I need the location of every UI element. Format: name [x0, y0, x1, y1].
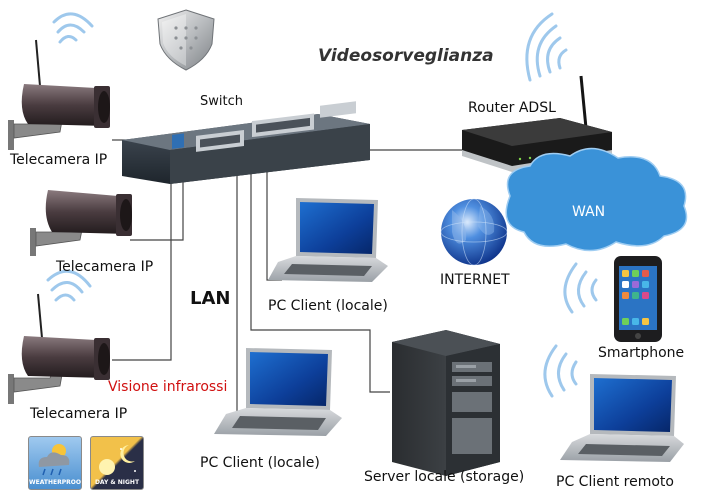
laptop-icon: [214, 348, 342, 436]
laptop-icon: [560, 374, 684, 462]
wifi-signal-icon: [525, 12, 568, 82]
cable-server: [250, 172, 390, 393]
cable-camera2: [130, 172, 184, 241]
cloud-icon: [505, 147, 688, 252]
pc-remote-label: PC Client remoto: [556, 474, 674, 490]
internet-label: INTERNET: [440, 272, 510, 288]
lan-label: LAN: [190, 288, 231, 309]
wifi-signal-icon: [46, 269, 92, 302]
server-icon: [392, 330, 500, 476]
weatherproof-icon: WEATHERPROOF: [28, 436, 82, 490]
smartphone-icon: [614, 256, 662, 342]
infrared-label: Visione infrarossi: [108, 379, 228, 395]
wifi-signal-icon: [52, 12, 94, 44]
switch-icon: [122, 101, 370, 184]
camera3-label: Telecamera IP: [30, 406, 128, 422]
globe-icon: [440, 198, 508, 266]
wan-label: WAN: [572, 204, 606, 220]
ip-camera-icon: [8, 293, 110, 404]
camera2-label: Telecamera IP: [56, 259, 154, 275]
router-label: Router ADSL: [468, 100, 556, 116]
wifi-signal-icon: [563, 262, 598, 314]
camera1-label: Telecamera IP: [10, 152, 108, 168]
ip-camera-icon: [8, 39, 110, 150]
laptop-icon: [268, 198, 388, 282]
day-night-badge-text: DAY & NIGHT: [94, 479, 140, 486]
pc-local-1-label: PC Client (locale): [268, 298, 388, 314]
day-night-art: [99, 445, 136, 475]
wifi-signal-icon: [543, 344, 578, 398]
ip-camera-icon: [30, 190, 132, 256]
server-label: Server locale (storage): [364, 469, 525, 485]
diagram-title: Videosorveglianza: [318, 46, 494, 66]
pc-local-2-label: PC Client (locale): [200, 455, 320, 471]
cable-camera3: [112, 172, 172, 361]
weatherproof-badge-text: WEATHERPROOF: [29, 479, 82, 486]
weatherproof-art: [38, 444, 70, 476]
switch-label: Switch: [200, 94, 243, 109]
shield-icon: [157, 9, 215, 71]
day-night-icon: DAY & NIGHT: [90, 436, 144, 490]
smartphone-label: Smartphone: [598, 345, 685, 361]
